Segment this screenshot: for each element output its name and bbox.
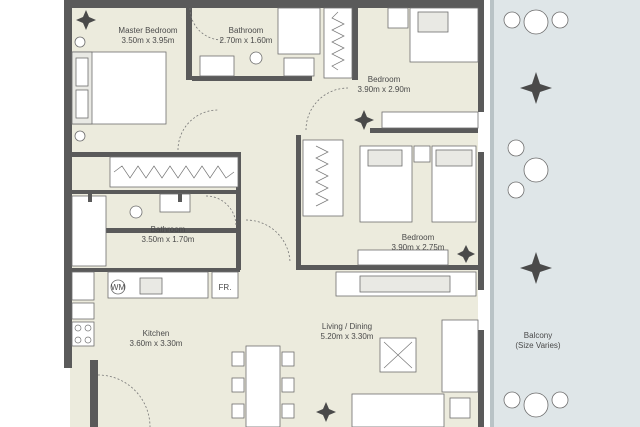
- entry-door-swing: [97, 374, 151, 427]
- wall-top: [64, 0, 484, 8]
- washing-machine-label: WM: [111, 283, 126, 292]
- wall-master-bottom: [70, 152, 240, 157]
- bed2-nightstand: [387, 7, 409, 29]
- toilet-icon: [249, 51, 263, 65]
- kitchen-name: Kitchen: [143, 329, 170, 338]
- living-dining-dims: 5.20m x 3.30m: [321, 332, 374, 341]
- plant-icon: [457, 245, 475, 263]
- fridge: [211, 271, 239, 299]
- balcony-name: Balcony: [524, 331, 552, 340]
- wall-bed3-left: [296, 135, 301, 270]
- wall-bed3-bottom: [296, 265, 478, 270]
- bed3-nightstand: [413, 145, 431, 163]
- wall-right-low: [478, 330, 484, 427]
- bed2-pillow: [417, 11, 449, 33]
- bathroom-top-name: Bathroom: [229, 26, 264, 35]
- bedroom-3-name: Bedroom: [402, 233, 435, 242]
- wall-master-bath: [186, 0, 192, 80]
- wall-bath-mid-bottom: [70, 228, 240, 233]
- fridge-label: FR.: [219, 283, 232, 292]
- balcony-table-set-mid: [507, 139, 549, 199]
- dining-chair: [231, 351, 245, 367]
- bed3-wardrobe-hangers: [315, 145, 329, 207]
- bed3-wardrobe: [302, 139, 344, 217]
- hob-burner: [84, 324, 92, 332]
- wall-bed2-bottom: [370, 128, 478, 133]
- hob-burner: [74, 324, 82, 332]
- dining-chair: [281, 351, 295, 367]
- sofa: [351, 393, 445, 427]
- bed2-wardrobe: [323, 7, 353, 79]
- master-nightstand-lamp-top: [74, 36, 86, 48]
- plant-icon: [316, 402, 336, 422]
- master-nightstand-lamp-bottom: [74, 130, 86, 142]
- bath-mid-vanity: [159, 193, 191, 213]
- hob-burner: [74, 336, 82, 344]
- wall-corridor: [236, 152, 241, 270]
- kitchen-dims: 3.60m x 3.30m: [130, 339, 183, 348]
- bath-mid-tub: [71, 195, 107, 267]
- balcony-plant-icon: [520, 72, 552, 104]
- balcony-dims: (Size Varies): [515, 341, 561, 350]
- balcony-floor: [494, 0, 640, 427]
- balcony-plant-icon: [520, 252, 552, 284]
- tv-unit: [359, 275, 451, 293]
- wall-right: [478, 0, 484, 112]
- bath-vanity: [199, 55, 235, 77]
- shower-tray: [277, 7, 321, 55]
- plant-icon: [354, 110, 374, 130]
- side-table: [449, 397, 471, 419]
- master-bedroom-dims: 3.50m x 3.95m: [122, 36, 175, 45]
- master-pillow-top: [75, 57, 89, 87]
- plant-icon: [76, 10, 96, 30]
- bathroom-mid-name: Bathroom: [151, 225, 186, 234]
- wall-bath-mid-top: [70, 190, 240, 194]
- bed3-pillow-right: [435, 149, 473, 167]
- coffee-table-cross: [383, 341, 413, 369]
- toilet-icon: [129, 205, 143, 219]
- towel-rail: [283, 57, 315, 77]
- bedroom-2-dims: 3.90m x 2.90m: [358, 85, 411, 94]
- bed3-pillow-left: [367, 149, 403, 167]
- master-bedroom-name: Master Bedroom: [118, 26, 177, 35]
- bath-mid-door-swing: [205, 195, 237, 227]
- hob: [71, 321, 95, 347]
- bed3-door-swing: [245, 219, 291, 263]
- bed3-desk: [357, 249, 449, 266]
- wall-left-lower: [90, 360, 98, 427]
- hob-burner: [84, 336, 92, 344]
- bed2-desk: [381, 111, 479, 129]
- dining-table: [245, 345, 281, 427]
- master-pillow-bottom: [75, 89, 89, 119]
- bathroom-mid-dims: 3.50m x 1.70m: [142, 235, 195, 244]
- balcony-rail: [490, 0, 494, 427]
- bath-door-swing: [189, 7, 223, 41]
- bedroom-3-dims: 3.90m x 2.75m: [392, 243, 445, 252]
- bedroom-2-name: Bedroom: [368, 75, 401, 84]
- balcony-table-set-top: [503, 9, 569, 35]
- dining-chair: [281, 377, 295, 393]
- dining-chair: [231, 377, 245, 393]
- living-dining-name: Living / Dining: [322, 322, 372, 331]
- kitchen-sink: [139, 277, 163, 295]
- bathroom-top-dims: 2.70m x 1.60m: [220, 36, 273, 45]
- wardrobe-hangers: [113, 165, 235, 179]
- bath-mid-fixture-left: [88, 194, 92, 202]
- wall-bath-bottom: [192, 76, 312, 81]
- dining-chair: [281, 403, 295, 419]
- kitchen-cupboard: [71, 271, 95, 301]
- bed2-wardrobe-hangers: [331, 11, 345, 71]
- wall-kitchen-top: [70, 268, 240, 272]
- armchair: [441, 319, 479, 393]
- wall-right-mid: [478, 152, 484, 290]
- bed2-door-swing: [305, 87, 349, 131]
- kitchen-tall-unit: [71, 302, 95, 320]
- bath-mid-fixture-right: [178, 194, 182, 202]
- wall-bath-bed2: [352, 0, 358, 80]
- dining-chair: [231, 403, 245, 419]
- wall-left: [64, 0, 72, 368]
- washing-machine-icon: [110, 279, 126, 295]
- balcony-table-set-bottom: [503, 391, 569, 418]
